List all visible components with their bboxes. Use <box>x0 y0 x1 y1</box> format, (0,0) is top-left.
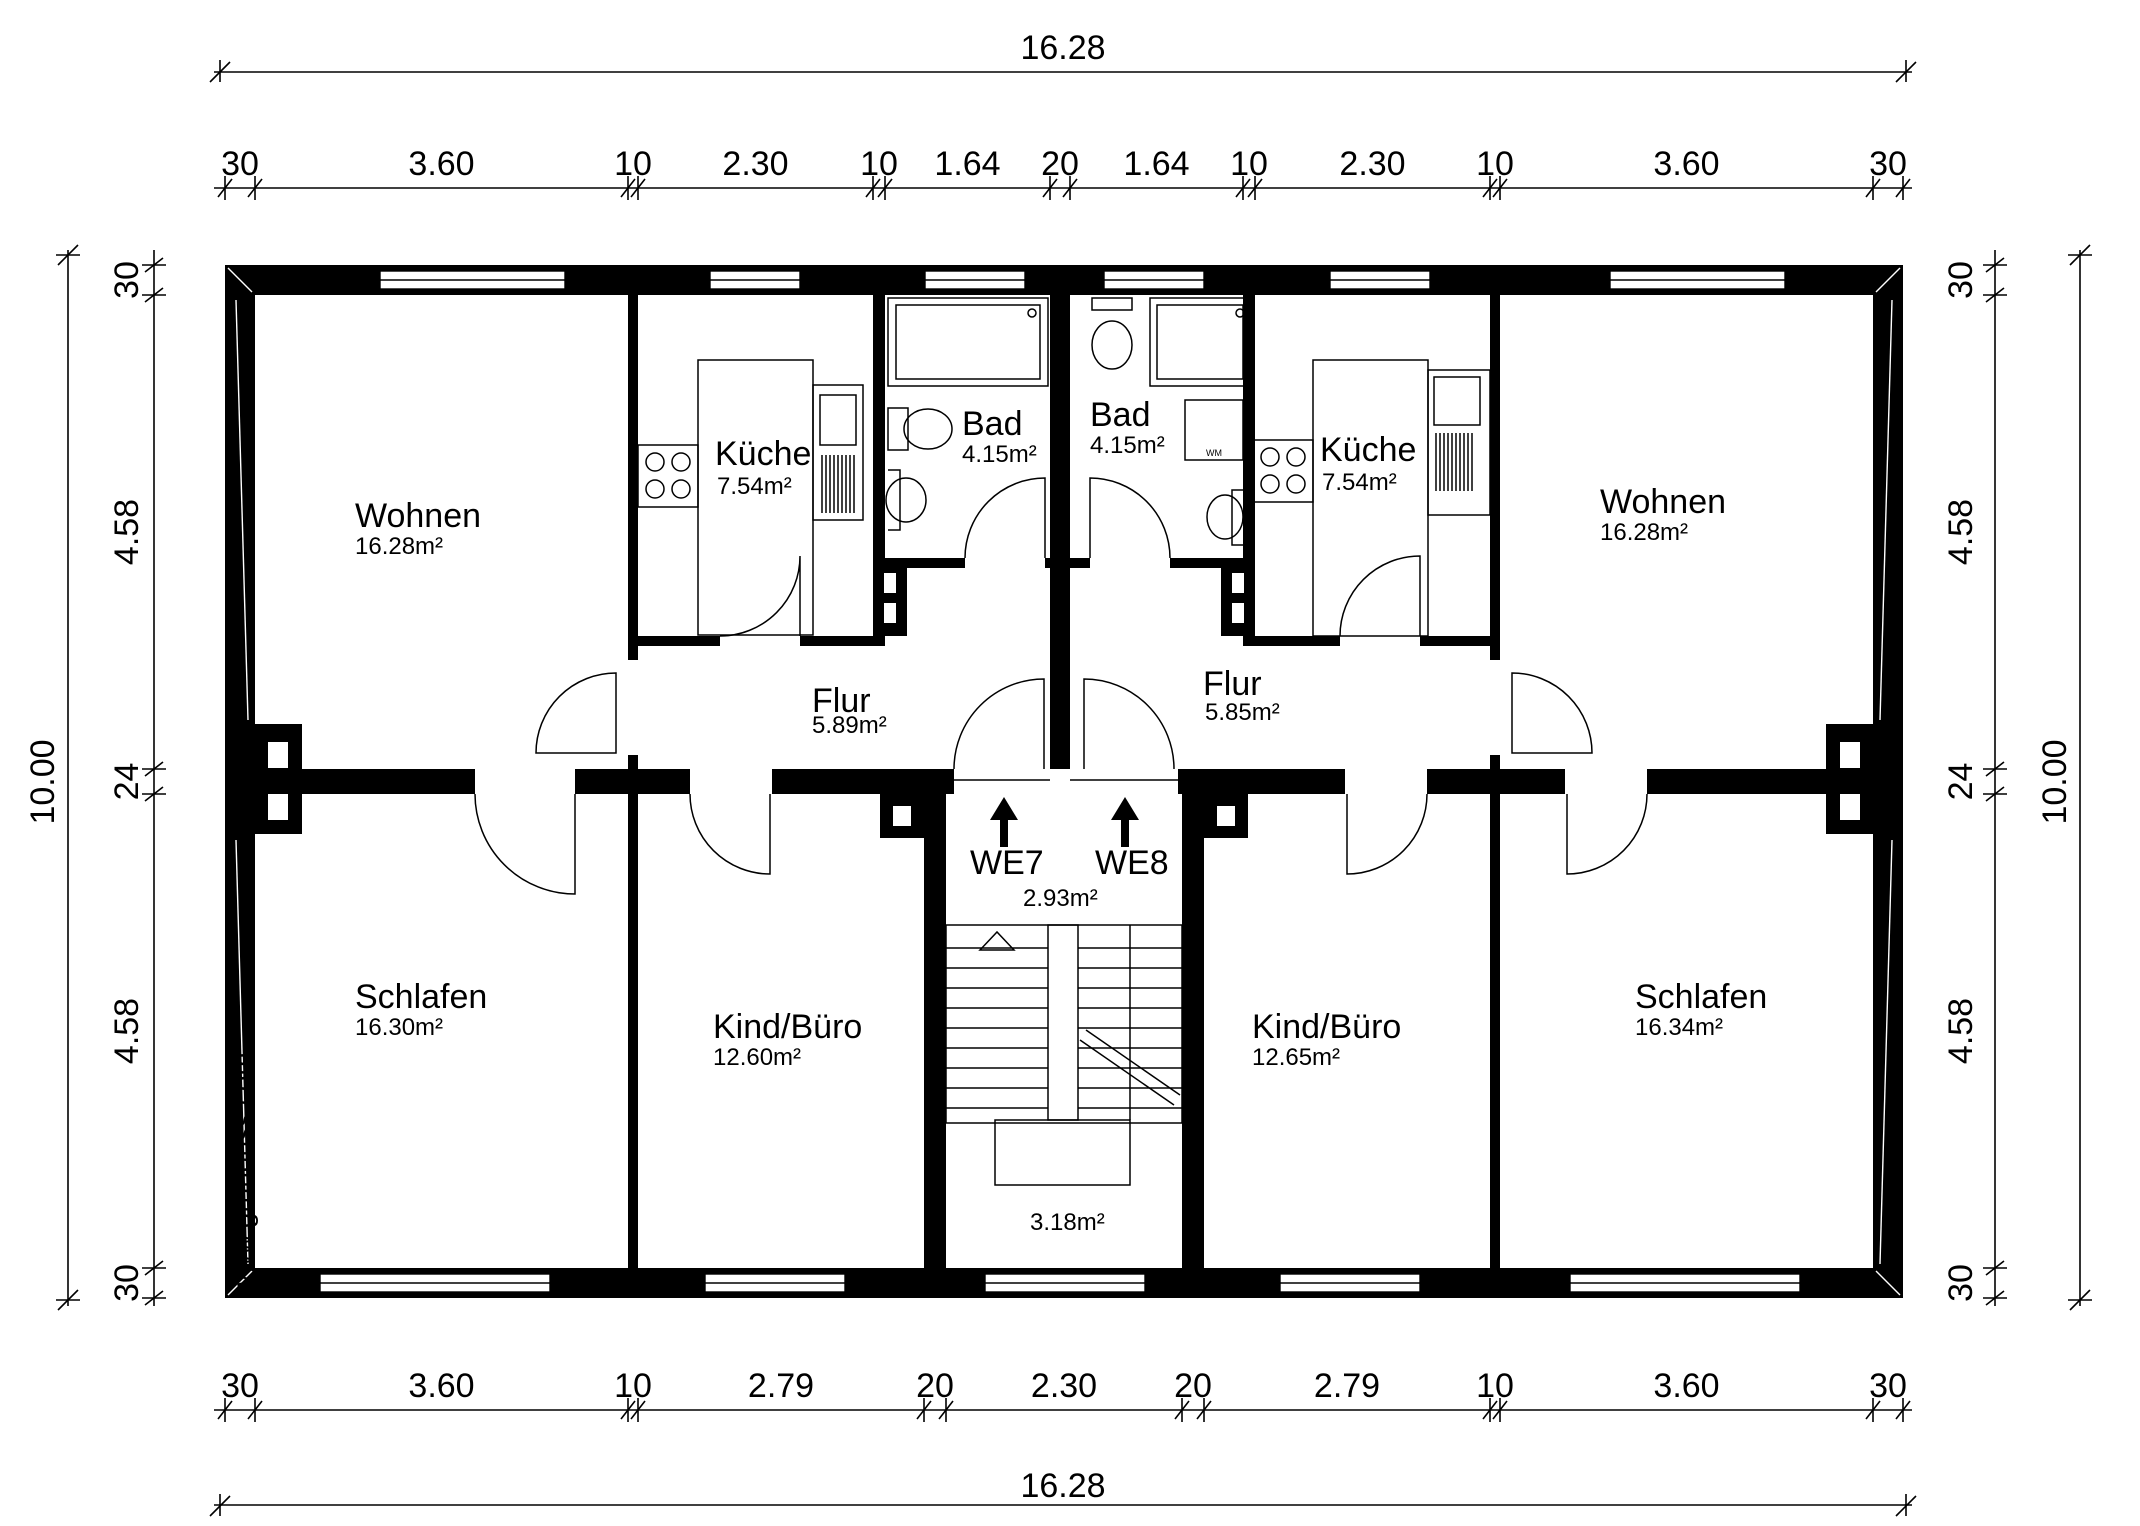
left-dimension-segment-label: 30 <box>108 1264 146 1302</box>
left-dimension-chain: 10.00 30 4.58 24 4.58 30 <box>24 244 166 1311</box>
room-name-bad-left: Bad <box>962 405 1023 443</box>
left-dimension-segment-label: 4.58 <box>108 998 146 1064</box>
room-area-bad-right: 4.15m² <box>1090 432 1165 459</box>
room-area-bad-left: 4.15m² <box>962 441 1037 468</box>
room-area-wohnen-left: 16.28m² <box>355 533 443 560</box>
right-dimension-chain: 30 4.58 24 4.58 30 10.00 <box>1942 244 2092 1311</box>
top-dimension-segment-label: 30 <box>1869 145 1907 183</box>
top-dimension-segment-label: 3.60 <box>1653 145 1719 183</box>
bottom-dimension-segment-label: 3.60 <box>1653 1367 1719 1405</box>
top-dimension-segment-label: 10 <box>860 145 898 183</box>
top-dimension-segment-label: 2.30 <box>1339 145 1405 183</box>
entrance-label-we8: WE8 <box>1095 844 1169 882</box>
bottom-dimension-segment-label: 30 <box>1869 1367 1907 1405</box>
right-dimension-segment-label: 30 <box>1942 1264 1980 1302</box>
room-area-landing: 2.93m² <box>1023 885 1098 912</box>
bottom-dimension-segment-label: 20 <box>916 1367 954 1405</box>
bottom-dimension-segment-label: 2.30 <box>1031 1367 1097 1405</box>
bottom-dimension-segment-label: 10 <box>1476 1367 1514 1405</box>
right-dimension-segment-label: 4.58 <box>1942 499 1980 565</box>
left-dimension-segment-label: 24 <box>108 763 146 801</box>
top-total-dimension: 16.28 <box>1020 29 1105 67</box>
top-dimension-segment-label: 3.60 <box>408 145 474 183</box>
room-area-schlafen-left: 16.30m² <box>355 1014 443 1041</box>
room-name-flur-left: Flur <box>812 682 871 720</box>
room-name-kind-left: Kind/Büro <box>713 1008 862 1046</box>
windows <box>319 270 1801 1293</box>
top-dimension-segment-label: 2.30 <box>722 145 788 183</box>
washer-label: WM <box>1206 448 1222 458</box>
room-area-wohnen-right: 16.28m² <box>1600 519 1688 546</box>
room-name-flur-right: Flur <box>1203 665 1262 703</box>
top-dimension-segment-label: 10 <box>614 145 652 183</box>
room-area-flur-left: 5.89m² <box>812 712 887 739</box>
wall-hatching <box>227 267 1901 1296</box>
bottom-dimension-segment-label: 2.79 <box>1314 1367 1380 1405</box>
bottom-dimension-segment-label: 30 <box>221 1367 259 1405</box>
top-dimension-segment-label: 10 <box>1476 145 1514 183</box>
watermark: www.grundriss.com <box>227 1052 258 1296</box>
room-name-wohnen-right: Wohnen <box>1600 483 1726 521</box>
room-name-kueche-left: Küche <box>715 435 811 473</box>
room-name-schlafen-left: Schlafen <box>355 978 487 1016</box>
room-area-kind-right: 12.65m² <box>1252 1044 1340 1071</box>
top-dimension-segment-label: 1.64 <box>934 145 1000 183</box>
bottom-dimension-segment-label: 20 <box>1174 1367 1212 1405</box>
left-total-dimension: 10.00 <box>24 739 62 824</box>
right-dimension-segment-label: 4.58 <box>1942 998 1980 1064</box>
room-area-kueche-right: 7.54m² <box>1322 469 1397 496</box>
room-name-schlafen-right: Schlafen <box>1635 978 1767 1016</box>
bottom-dimension-chain: 30 3.60 10 2.79 20 2.30 20 2.79 10 3.60 30 16.28 <box>209 1367 1917 1517</box>
entrance-arrow-we7 <box>990 797 1018 847</box>
room-area-flur-right: 5.85m² <box>1205 699 1280 726</box>
entrance-arrow-we8 <box>1111 797 1139 847</box>
right-dimension-segment-label: 30 <box>1942 261 1980 299</box>
doors <box>474 477 1648 895</box>
top-dimension-segment-label: 20 <box>1041 145 1079 183</box>
room-name-kueche-right: Küche <box>1320 431 1416 469</box>
right-dimension-segment-label: 24 <box>1942 763 1980 801</box>
bottom-dimension-segment-label: 3.60 <box>408 1367 474 1405</box>
left-dimension-segment-label: 30 <box>108 261 146 299</box>
top-dimension-segment-label: 10 <box>1230 145 1268 183</box>
room-area-kueche-left: 7.54m² <box>717 473 792 500</box>
room-name-kind-right: Kind/Büro <box>1252 1008 1401 1046</box>
bottom-dimension-segment-label: 10 <box>614 1367 652 1405</box>
room-labels: Wohnen 16.28m² Küche 7.54m² Bad 4.15m² B… <box>227 396 1767 1296</box>
left-dimension-segment-label: 4.58 <box>108 499 146 565</box>
top-dimension-chain: 16.28 30 3.60 10 2.30 10 1.64 20 1.64 10 2.30 10 3.… <box>209 29 1917 200</box>
room-area-schlafen-right: 16.34m² <box>1635 1014 1723 1041</box>
room-area-kind-left: 12.60m² <box>713 1044 801 1071</box>
room-name-bad-right: Bad <box>1090 396 1151 434</box>
top-dimension-segment-label: 30 <box>221 145 259 183</box>
entrance-label-we7: WE7 <box>970 844 1044 882</box>
room-name-wohnen-left: Wohnen <box>355 497 481 535</box>
top-dimension-segment-label: 1.64 <box>1123 145 1189 183</box>
fixtures: WM <box>637 297 1491 1186</box>
bottom-total-dimension: 16.28 <box>1020 1467 1105 1505</box>
bottom-dimension-segment-label: 2.79 <box>748 1367 814 1405</box>
right-total-dimension: 10.00 <box>2036 739 2074 824</box>
room-area-stair: 3.18m² <box>1030 1209 1105 1236</box>
